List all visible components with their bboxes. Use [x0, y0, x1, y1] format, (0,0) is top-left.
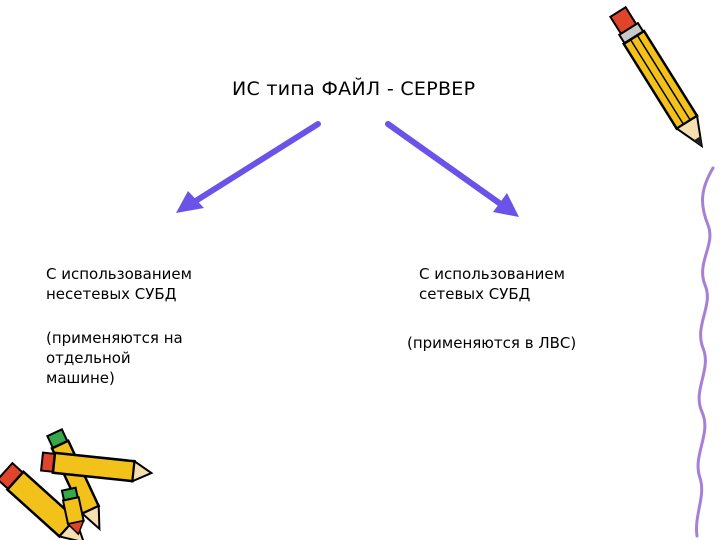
right-heading-line2: сетевых СУБД — [419, 285, 531, 303]
right-heading-line1: С использованием — [419, 265, 565, 283]
arrow-left — [176, 121, 321, 213]
left-heading-line1: С использованием — [46, 265, 192, 283]
arrow-right — [385, 121, 519, 217]
left-branch-heading: С использованием несетевых СУБД — [46, 264, 256, 304]
left-heading-line2: несетевых СУБД — [46, 285, 177, 303]
left-branch-note: (применяются на отдельной машине) — [46, 328, 226, 388]
right-branch-heading: С использованием сетевых СУБД — [419, 264, 629, 304]
squiggle-line-icon — [695, 166, 715, 538]
left-note-line2: отдельной — [46, 349, 131, 367]
pencil-icon — [608, 5, 704, 149]
pencils-bundle-icon — [0, 428, 154, 540]
left-note-line1: (применяются на — [46, 329, 183, 347]
diagram-title: ИС типа ФАЙЛ - СЕРВЕР — [232, 78, 476, 100]
right-branch-note: (применяются в ЛВС) — [407, 334, 577, 352]
left-note-line3: машине) — [46, 369, 115, 387]
